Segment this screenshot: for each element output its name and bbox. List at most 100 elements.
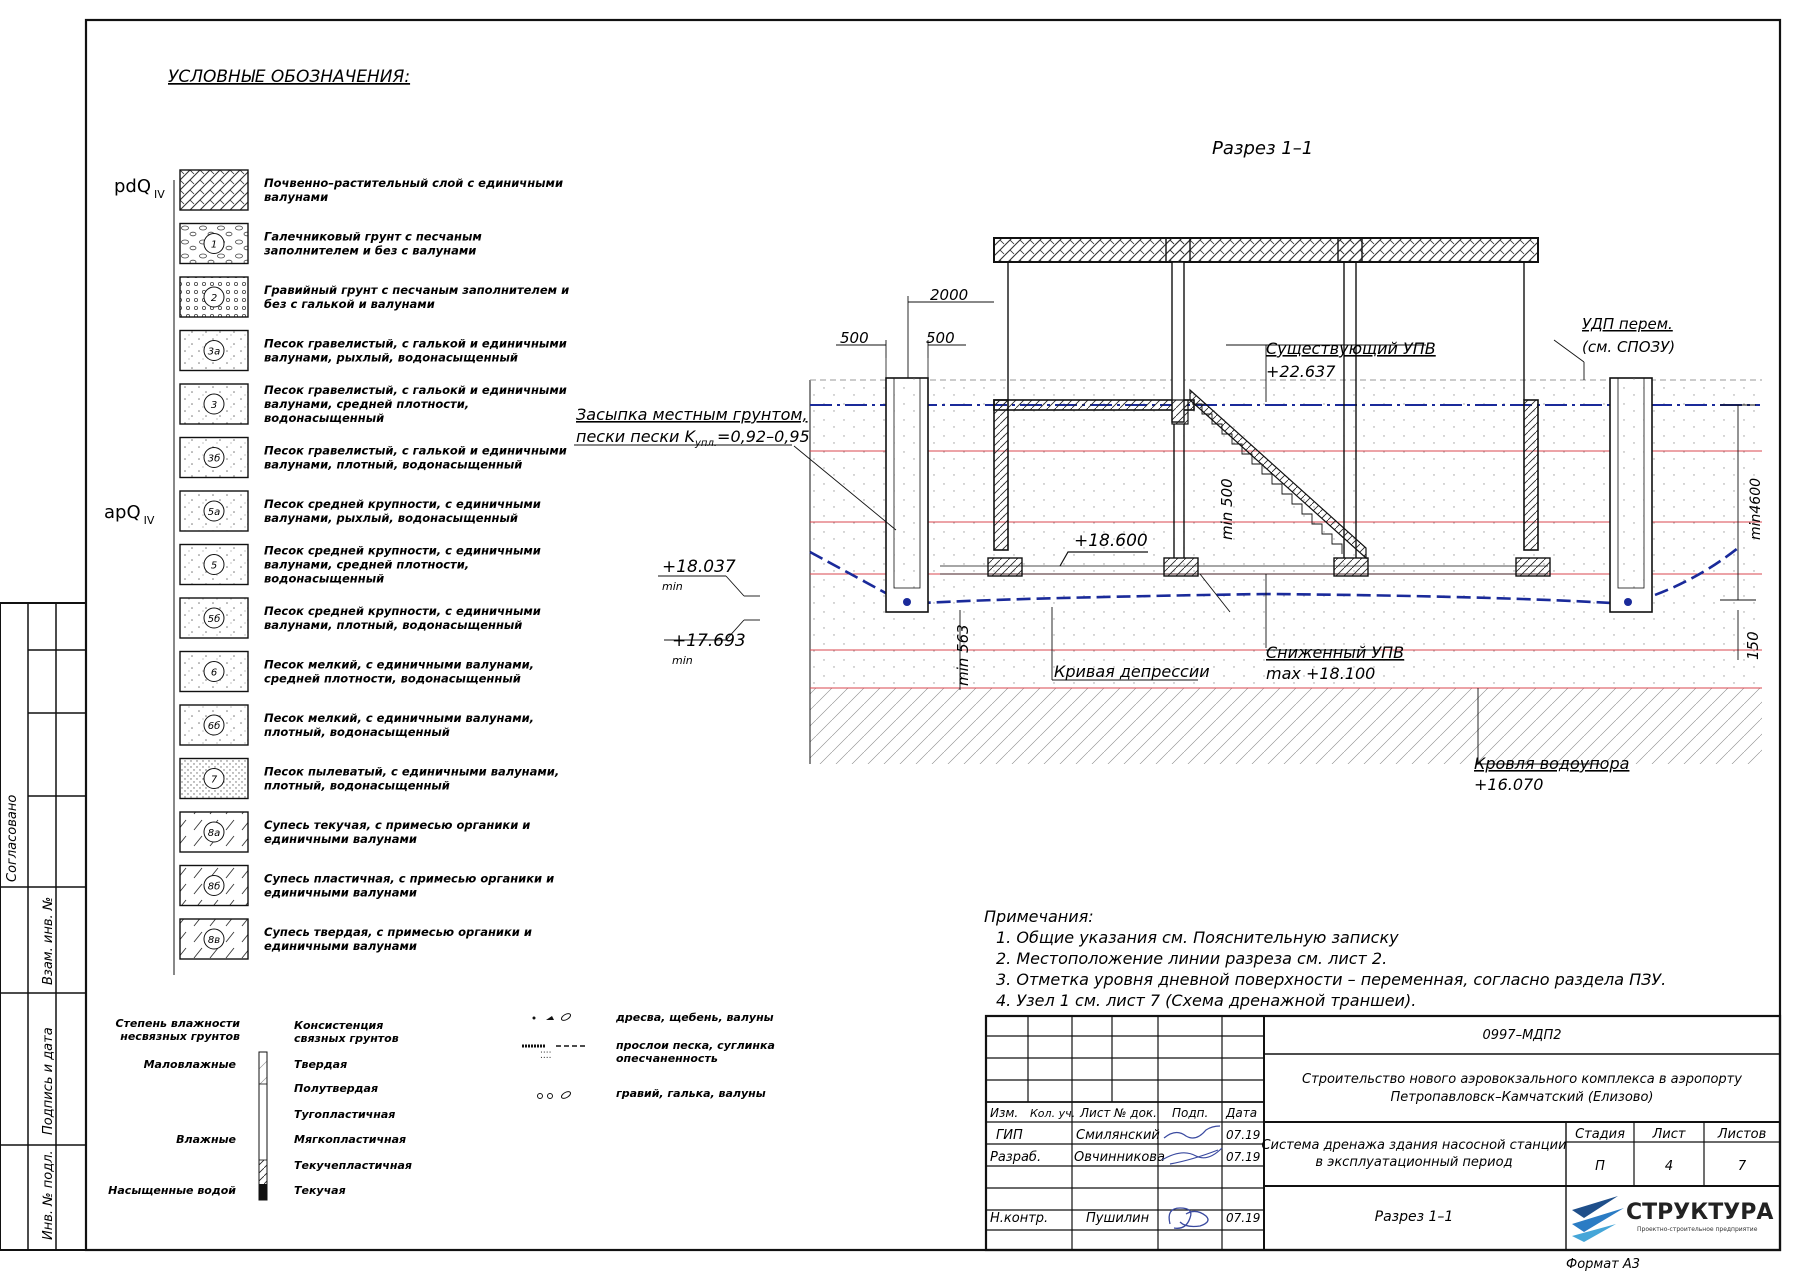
legend-code-circle [203, 768, 225, 789]
legend-description: валунами [264, 190, 328, 204]
date-normcontrol: 07.19 [1226, 1211, 1260, 1225]
consistency-title-2: связных грунтов [294, 1032, 399, 1045]
existing-gwl-mark: +22.637 [1266, 362, 1336, 381]
format-label: Формат А3 [1566, 1257, 1640, 1272]
title-block [984, 1014, 1782, 1252]
legend-description: Почвенно–растительный слой с единичными [264, 176, 563, 190]
backfill-label: Засыпка местным грунтом, [576, 405, 808, 424]
mark-18600: +18.600 [1074, 531, 1148, 551]
udp-note: (см. СПОЗУ) [1582, 338, 1675, 356]
legend-code: 1 [211, 240, 217, 251]
signature-developer [1161, 1147, 1223, 1165]
drawing-name: Разрез 1–1 [1375, 1209, 1454, 1225]
lowered-gwl-label: Сниженный УПВ [1266, 643, 1404, 662]
legend-code-circle [203, 821, 225, 843]
sheet-title-2: в эксплуатационный период [1315, 1155, 1512, 1170]
inclusion-gravel: гравий, галька, валуны [616, 1087, 766, 1100]
legend-description: Песок гравелистый, с галькой и единичным… [264, 444, 567, 458]
legend-code: 8а [208, 828, 221, 839]
legend-code: 5а [208, 507, 221, 518]
aquiclude-layer [810, 688, 1762, 764]
stamp-replacement-inv: Взам. инв. № [41, 897, 56, 985]
consistency-fluid: Текучая [294, 1184, 346, 1197]
date-developer: 07.19 [1226, 1150, 1260, 1164]
legend-description: валунами, рыхлый, водонасыщенный [264, 511, 518, 525]
min-563-label: min 563 [954, 624, 972, 686]
name-normcontrol: Пушилин [1086, 1211, 1150, 1226]
notes-title: Примечания: [984, 907, 1094, 926]
legend-code-circle [203, 500, 225, 522]
legend-code: 5б [208, 613, 221, 625]
hdr-sheet-no: Лист [1652, 1127, 1686, 1142]
sheet-no-value: 4 [1665, 1159, 1673, 1174]
section-title: Разрез 1–1 [1212, 138, 1313, 159]
hdr-signature: Подп. [1172, 1106, 1208, 1120]
role-normcontrol: Н.контр. [990, 1211, 1048, 1226]
consistency-semihard: Полутвердая [294, 1082, 378, 1095]
consistency-hard: Твердая [294, 1058, 347, 1071]
stage-value: П [1595, 1159, 1605, 1174]
legend-code: 3б [208, 453, 221, 465]
aquiclude-mark: +16.070 [1474, 775, 1543, 794]
mark-17693-min: min [672, 654, 693, 667]
hdr-count: Кол. уч. [1030, 1107, 1075, 1120]
inclusion-sandy: опесчаненность [616, 1052, 718, 1065]
note-3: 3. Отметка уровня дневной поверхности – … [996, 970, 1666, 989]
hdr-date: Дата [1225, 1106, 1257, 1120]
moisture-title-2: несвязных грунтов [120, 1030, 240, 1043]
lowered-gwl-mark: max +18.100 [1266, 664, 1375, 683]
legend-description: заполнителем и без с валунами [263, 244, 476, 258]
stamp-original-inv: Инв. № подл. [41, 1150, 56, 1240]
legend-item: Почвенно–растительный слой с единичнымив… [179, 169, 563, 211]
note-1: 1. Общие указания см. Пояснительную запи… [996, 928, 1399, 947]
consistency-title-1: Консистенция [294, 1019, 383, 1032]
legend-code-circle [203, 393, 225, 415]
legend-description: единичными валунами [264, 939, 417, 953]
stamp-signature-date: Подпись и дата [41, 1027, 56, 1135]
legend-description: Супесь твердая, с примесью органики и [264, 925, 532, 939]
inclusions-legend: дресва, щебень, валуны ⁚⁚⁚⁚ прослои песк… [522, 1011, 775, 1100]
side-stamp-strip: Согласовано Взам. инв. № Подпись и дата … [0, 602, 87, 1251]
dim-500-right: 500 [926, 329, 955, 347]
svg-text:⁚⁚⁚⁚: ⁚⁚⁚⁚ [540, 1051, 551, 1061]
company-subtitle: Проектно-строительное предприятие [1637, 1226, 1758, 1233]
legend-description: водонасыщенный [264, 411, 384, 425]
hdr-docnum: № док. [1113, 1106, 1157, 1120]
legend-description: Песок пылеватый, с единичными валунами, [264, 765, 559, 779]
legend-item: 6 Песок мелкий, с единичными валунами,сре… [179, 650, 534, 693]
note-2: 2. Местоположение линии разреза см. лист… [996, 949, 1387, 968]
legend-description: плотный, водонасыщенный [264, 779, 450, 793]
legend-description: Песок средней крупности, с единичными [264, 604, 541, 618]
legend-description: валунами, средней плотности, [264, 558, 469, 572]
legend-code: 2 [211, 293, 217, 304]
legend-description: средней плотности, водонасыщенный [264, 672, 521, 686]
title-block-text: Изм. Кол. уч. Лист № док. Подп. Дата ГИП… [990, 1028, 1773, 1272]
moisture-wet: Влажные [176, 1133, 236, 1146]
trench-right [1609, 377, 1653, 613]
legend-swatch [179, 918, 249, 960]
legend-code: 6 [211, 668, 217, 679]
legend-code: 5 [211, 561, 217, 572]
legend-code-circle [203, 661, 225, 682]
dim-2000: 2000 [930, 286, 968, 304]
legend-description: валунами, рыхлый, водонасыщенный [264, 351, 518, 365]
moisture-saturated: Насыщенные водой [108, 1184, 236, 1197]
legend-code-circle [203, 714, 225, 736]
legend-code-circle [203, 928, 225, 950]
legend-description: Песок мелкий, с единичными валунами, [264, 658, 534, 672]
inclusion-gruss: дресва, щебень, валуны [615, 1011, 774, 1024]
depression-curve-label: Кривая депрессии [1054, 662, 1210, 681]
moisture-consistency-block: Степень влажности несвязных грунтов Конс… [108, 1017, 412, 1201]
